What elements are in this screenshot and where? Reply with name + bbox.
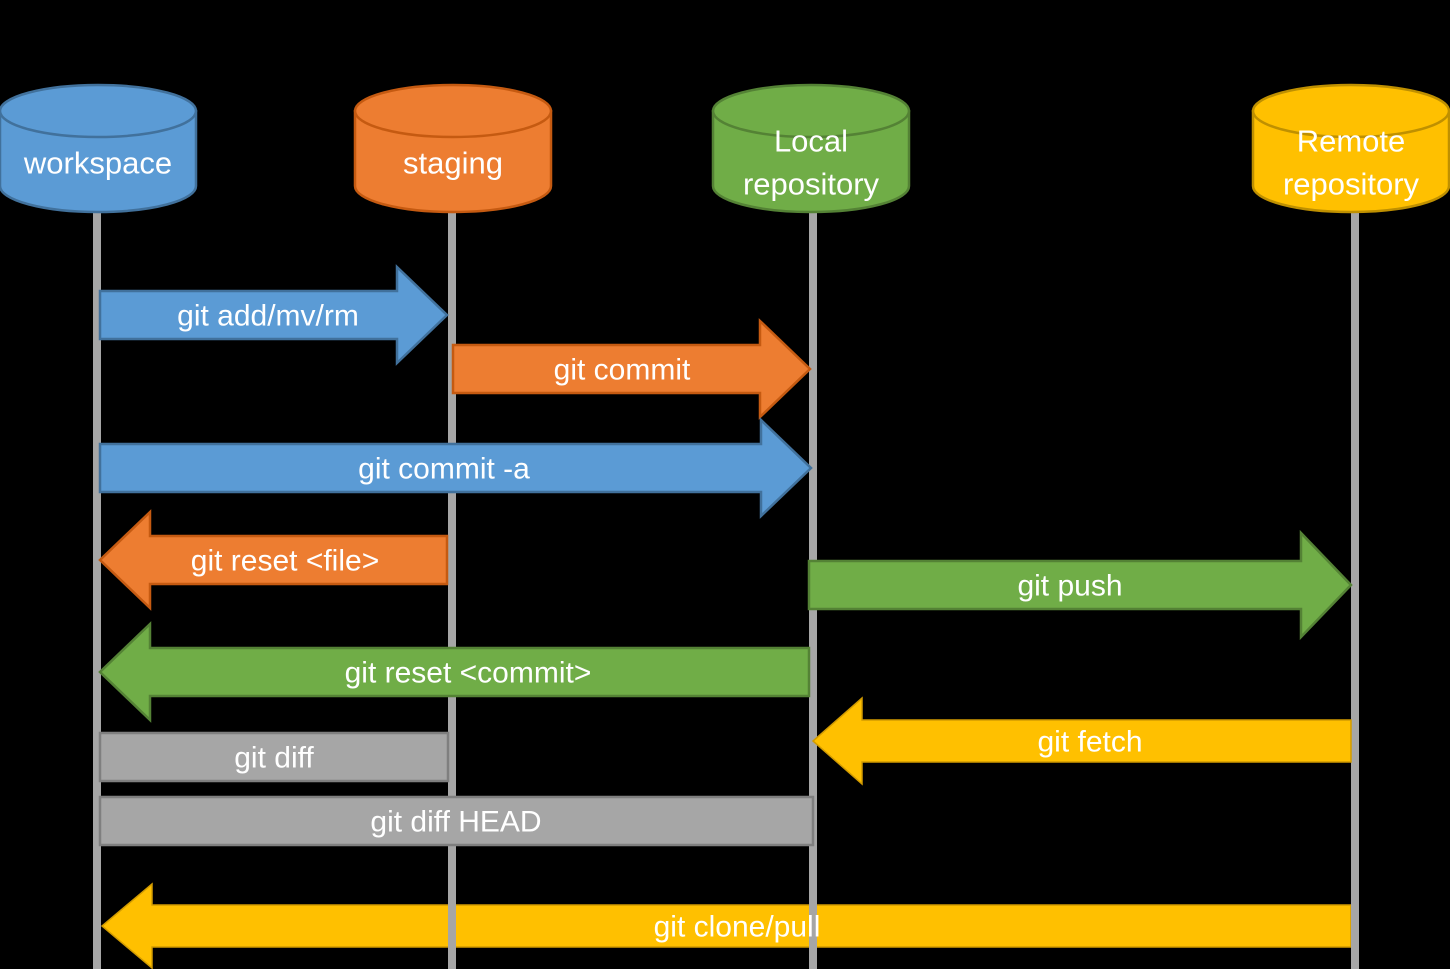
arrow-git-commit-a: git commit -a	[98, 417, 813, 519]
arrow-git-commit: git commit	[451, 318, 812, 420]
arrow-git-clone-pull	[100, 882, 1352, 969]
right-arrow-shape	[807, 529, 1353, 641]
arrow-label-git-commit: git commit	[554, 354, 691, 387]
remote-repo-lifeline	[1351, 208, 1359, 969]
local-repository-cylinder: Local repository	[711, 83, 911, 214]
bar-shape	[98, 731, 450, 783]
arrow-git-fetch: git fetch	[811, 696, 1352, 786]
arrow-git-reset-commit: git reset <commit>	[98, 621, 811, 723]
remote-repository-cylinder: Remote repository	[1251, 83, 1450, 214]
arrow-git-push: git push	[807, 529, 1353, 641]
remote-repository-label-line1: Remote	[1297, 124, 1406, 159]
arrow-label-git-commit-a: git commit -a	[358, 453, 530, 486]
local-repository-label-line2: repository	[743, 167, 880, 202]
arrow-label-git-fetch: git fetch	[1037, 726, 1142, 759]
staging-cylinder: staging	[353, 83, 553, 214]
right-arrow-shape	[451, 318, 812, 420]
cylinder-body	[353, 109, 553, 214]
arrow-label-git-reset-commit: git reset <commit>	[345, 657, 592, 690]
left-arrow-shape	[98, 621, 811, 723]
left-arrow-shape	[100, 882, 1352, 969]
bar-shape	[98, 795, 815, 847]
bar-git-diff: git diff	[98, 731, 450, 783]
staging-label: staging	[403, 146, 503, 181]
arrow-label-git-add-mv-rm: git add/mv/rm	[177, 300, 359, 333]
arrow-git-reset-file: git reset <file>	[98, 509, 449, 611]
arrow-label-git-reset-file: git reset <file>	[191, 545, 379, 578]
workspace-label: workspace	[23, 146, 172, 181]
cylinder-body	[0, 109, 198, 214]
left-arrow-shape	[98, 509, 449, 611]
right-arrow-shape	[98, 417, 813, 519]
remote-repository-label-line2: repository	[1283, 167, 1420, 202]
workspace-lifeline	[93, 208, 101, 969]
cylinder-top	[711, 83, 911, 139]
cylinder-top	[1251, 83, 1450, 139]
left-arrow-shape	[811, 696, 1352, 786]
bar-git-diff-head: git diff HEAD	[98, 795, 815, 847]
arrow-label-git-push: git push	[1017, 570, 1122, 603]
cylinder-top	[353, 83, 553, 139]
cylinder-body	[711, 109, 911, 214]
bar-label-git-diff-head: git diff HEAD	[370, 806, 541, 839]
workspace-cylinder: workspace	[0, 83, 198, 214]
arrow-git-add-mv-rm: git add/mv/rm	[98, 264, 449, 366]
cylinder-body	[1251, 109, 1450, 214]
bar-label-git-diff: git diff	[234, 742, 314, 775]
arrow-label-git-clone-pull: git clone/pull	[654, 911, 821, 944]
cylinder-top	[0, 83, 198, 139]
local-repository-label-line1: Local	[774, 124, 848, 159]
right-arrow-shape	[98, 264, 449, 366]
staging-lifeline	[448, 208, 456, 969]
